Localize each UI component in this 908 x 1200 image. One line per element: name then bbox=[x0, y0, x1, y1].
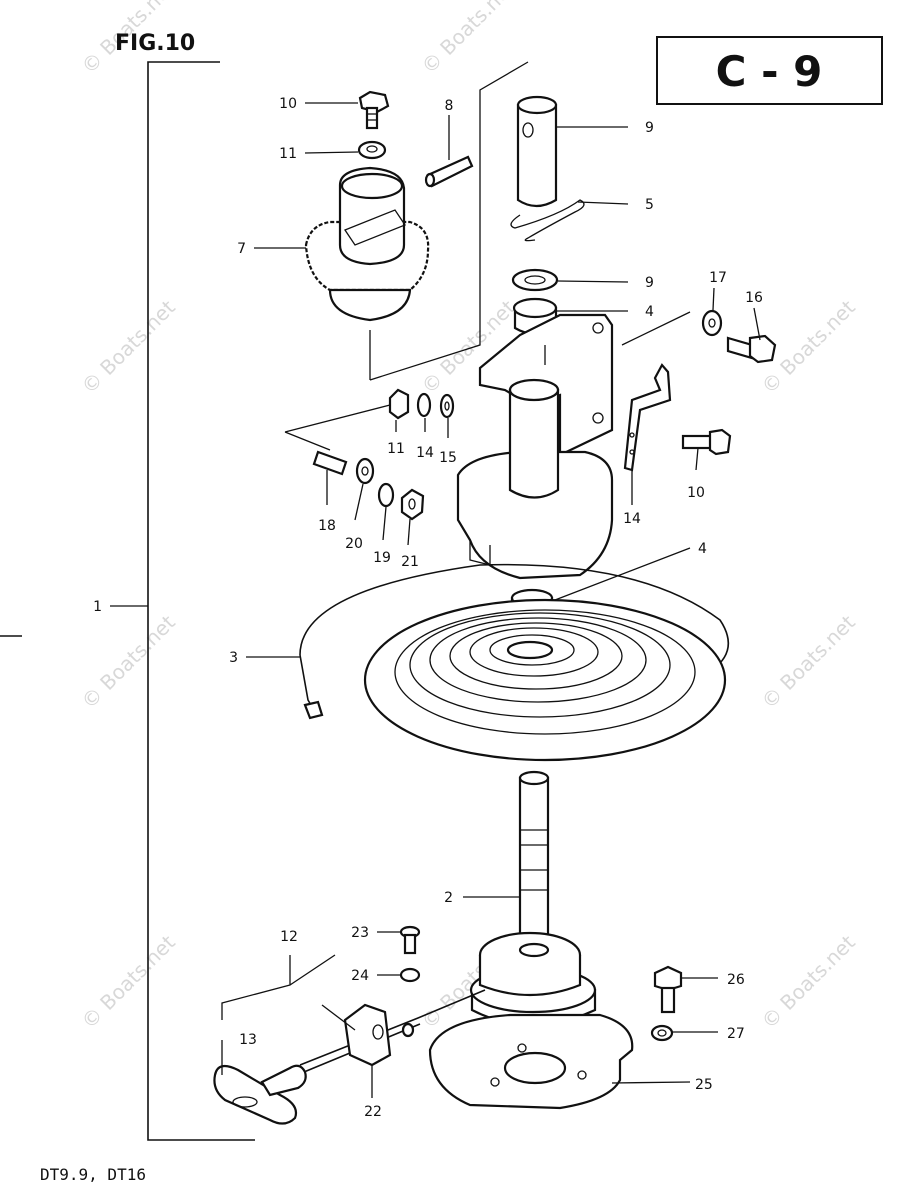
plate-part-26 bbox=[428, 1013, 634, 1110]
watermark: © Boats.net bbox=[77, 930, 180, 1033]
nut-part-25 bbox=[399, 967, 421, 983]
watermark: © Boats.net bbox=[757, 610, 860, 713]
spring-reel bbox=[363, 598, 727, 762]
ratchet-gear-part-6 bbox=[304, 166, 430, 322]
section-code: C - 9 bbox=[716, 47, 823, 96]
callout-26: 25 bbox=[695, 1077, 713, 1093]
washer-part-8 bbox=[511, 268, 559, 292]
shaft-part-2 bbox=[518, 770, 550, 952]
callout-16: 15 bbox=[439, 450, 457, 466]
bolt-part-17 bbox=[726, 334, 777, 364]
callout-15: 14 bbox=[416, 445, 434, 461]
callout-5: 5 bbox=[645, 197, 654, 213]
section-code-box: C - 9 bbox=[656, 36, 883, 105]
watermark: © Boats.net bbox=[417, 0, 520, 79]
nut-part-11 bbox=[357, 140, 387, 160]
callout-24: 23 bbox=[351, 925, 369, 941]
watermark: © Boats.net bbox=[77, 295, 180, 398]
bracket-leader bbox=[284, 404, 391, 451]
callout-9: 9 bbox=[645, 120, 654, 136]
starter-housing bbox=[456, 378, 614, 580]
callout-6: 7 bbox=[237, 241, 246, 257]
leader-lines bbox=[110, 102, 761, 1098]
callout-7: 8 bbox=[445, 98, 454, 114]
nut-part-11b bbox=[388, 388, 410, 420]
handle-part-13 bbox=[213, 1064, 307, 1125]
washer-part-15 bbox=[416, 392, 432, 418]
bolt-part-27 bbox=[653, 965, 683, 1014]
callout-10b: 10 bbox=[687, 485, 705, 501]
callout-10: 10 bbox=[279, 96, 297, 112]
callout-27: 26 bbox=[727, 972, 745, 988]
tube-part-9 bbox=[516, 95, 558, 208]
callout-21: 20 bbox=[345, 536, 363, 552]
washer-part-16 bbox=[439, 393, 455, 419]
washer-part-21 bbox=[355, 457, 375, 485]
callout-28: 27 bbox=[727, 1026, 745, 1042]
callout-12: 12 bbox=[280, 929, 298, 945]
callout-18: 17 bbox=[709, 270, 727, 286]
pin-part-7 bbox=[424, 155, 474, 188]
bolt-part-10 bbox=[358, 90, 390, 130]
starter-rope bbox=[299, 989, 486, 1066]
callout-11: 11 bbox=[279, 146, 297, 162]
bracket-12 bbox=[221, 954, 336, 1020]
figure-title: FIG.10 bbox=[115, 31, 195, 56]
callout-4-top: 4 bbox=[645, 304, 654, 320]
watermark: © Boats.net bbox=[77, 610, 180, 713]
callout-8: 9 bbox=[645, 275, 654, 291]
callout-4-mid: 4 bbox=[698, 541, 707, 557]
washer-part-28 bbox=[650, 1024, 674, 1042]
assembly-bracket bbox=[147, 61, 255, 1141]
stud-part-19 bbox=[312, 450, 348, 476]
leader-17 bbox=[621, 311, 691, 346]
lockwasher-part-20 bbox=[377, 482, 395, 508]
rope-guide-part-23 bbox=[343, 1003, 415, 1067]
callout-13: 13 bbox=[239, 1032, 257, 1048]
subassembly-frame bbox=[369, 61, 529, 381]
callout-17: 16 bbox=[745, 290, 763, 306]
callout-20: 19 bbox=[373, 550, 391, 566]
bolt-part-10b bbox=[681, 428, 732, 456]
spring-clip-part-5 bbox=[510, 199, 585, 242]
nut-part-22 bbox=[400, 488, 425, 521]
screw-part-24 bbox=[399, 925, 421, 955]
callout-1: 1 bbox=[93, 599, 102, 615]
callout-labels: 10 11 8 7 9 5 9 4 17 16 11 14 15 10 14 1… bbox=[93, 96, 763, 1120]
callout-2: 2 bbox=[444, 890, 453, 906]
lever-part-14 bbox=[623, 363, 672, 472]
footer-model-list: DT9.9, DT16 bbox=[40, 1165, 146, 1184]
callout-25: 24 bbox=[351, 968, 369, 984]
pulley bbox=[469, 931, 597, 1027]
watermark: © Boats.net bbox=[757, 930, 860, 1033]
callout-14: 14 bbox=[623, 511, 641, 527]
callout-23: 22 bbox=[364, 1104, 382, 1120]
callout-22: 21 bbox=[401, 554, 419, 570]
callout-11b: 11 bbox=[387, 441, 405, 457]
callout-3: 3 bbox=[229, 650, 238, 666]
callout-19: 18 bbox=[318, 518, 336, 534]
recoil-spring-part-3 bbox=[299, 563, 730, 720]
washer-part-18 bbox=[701, 309, 723, 337]
